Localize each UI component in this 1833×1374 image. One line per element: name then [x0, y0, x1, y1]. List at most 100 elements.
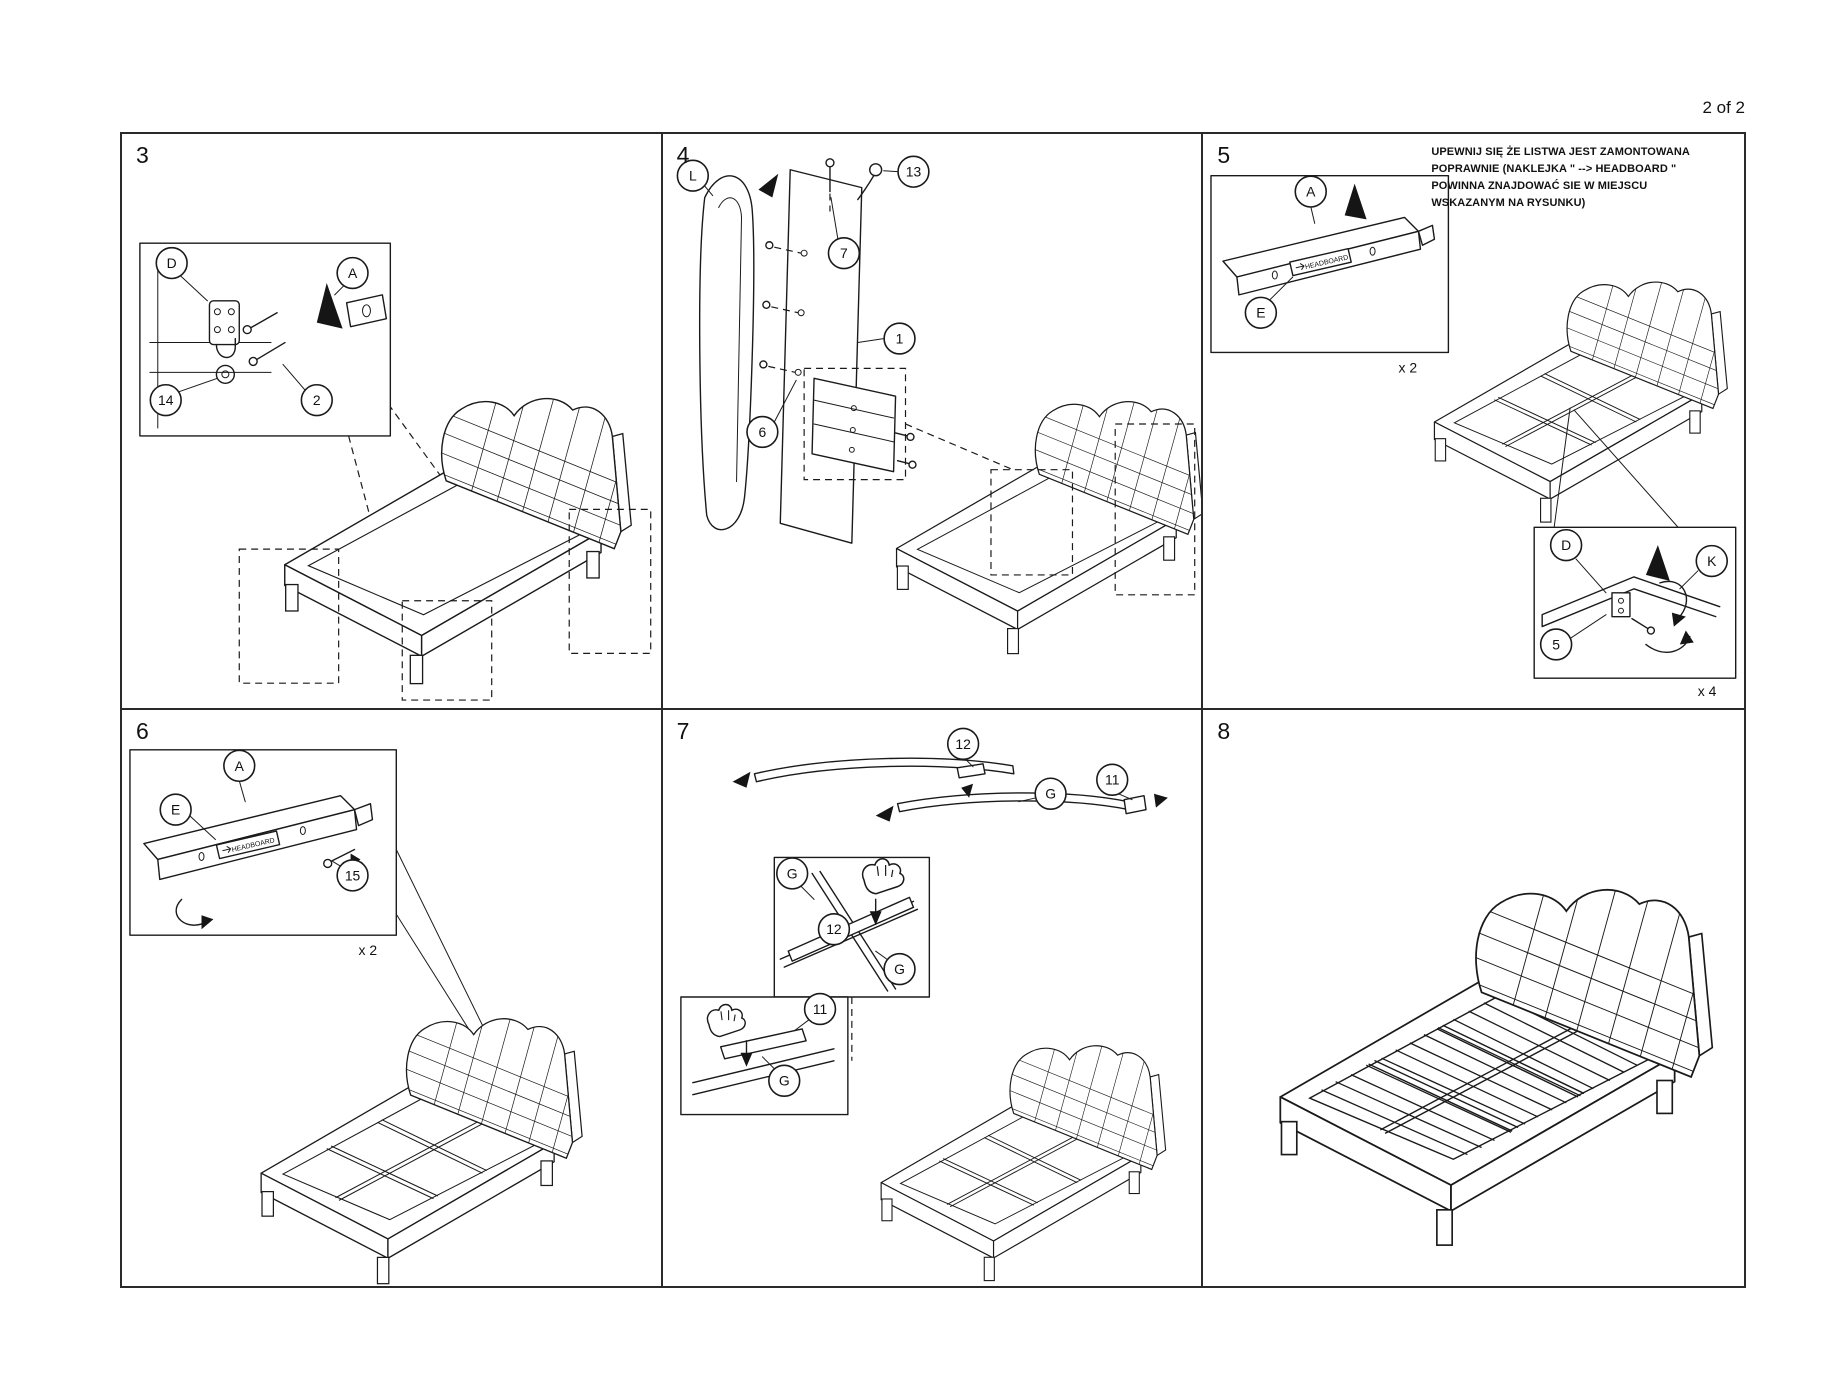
- wedge-icon: [316, 282, 343, 329]
- bracket-detail-inset: D K 5 x 4: [1533, 526, 1737, 699]
- svg-text:15: 15: [345, 867, 361, 883]
- bracket-icon: [208, 300, 240, 359]
- svg-text:A: A: [1306, 184, 1316, 200]
- leader-line: [701, 170, 900, 423]
- step-5-illustration: HEADBOARD A E x 2: [1210, 175, 1744, 699]
- highlight-box: [401, 600, 493, 701]
- callout-g: G: [1034, 777, 1067, 810]
- step-number-7: 7: [676, 718, 690, 744]
- quantity-label: x 2: [1399, 359, 1418, 375]
- bed-drawing: [880, 1031, 1176, 1282]
- direction-arrow-icon: [869, 911, 882, 926]
- svg-text:7: 7: [840, 245, 848, 261]
- slat-press-inset: G 12 G: [773, 856, 930, 998]
- svg-text:D: D: [1561, 537, 1571, 553]
- callout-g: G: [767, 1064, 801, 1097]
- wedge-icon: [758, 173, 778, 198]
- highlight-box: [803, 367, 906, 481]
- svg-text:G: G: [894, 961, 905, 977]
- callout-e: E: [159, 793, 192, 826]
- bracket-icon: [1418, 224, 1436, 246]
- callout-7: 7: [827, 236, 860, 270]
- callout-15: 15: [336, 859, 369, 892]
- slat-connector-icon: [956, 763, 986, 779]
- callout-12: 12: [946, 727, 980, 761]
- panel-step-7: 7 12 G 11: [663, 710, 1204, 1286]
- bed-drawing: [1434, 267, 1738, 523]
- svg-text:G: G: [786, 865, 797, 881]
- rotation-arrow-icon: [1659, 580, 1688, 620]
- screw-icon: [1631, 617, 1649, 630]
- bed-drawing: [895, 386, 1201, 655]
- panel-step-4: 4: [662, 134, 1204, 710]
- wedge-icon: [1344, 183, 1367, 220]
- highlight-box: [238, 548, 340, 684]
- callout-d: D: [1550, 528, 1583, 562]
- step-7-illustration: 12 G 11 G 12 G: [679, 727, 1202, 1282]
- svg-text:L: L: [689, 168, 697, 184]
- slat-end-inset: 11 G: [679, 992, 849, 1116]
- callout-11: 11: [803, 992, 836, 1026]
- callout-a: A: [223, 749, 256, 783]
- callout-g: G: [882, 952, 916, 986]
- step-number-8: 8: [1217, 718, 1231, 744]
- callout-a: A: [1294, 175, 1328, 208]
- step-3-illustration: D A 14 2: [139, 242, 652, 701]
- callout-14: 14: [149, 383, 182, 417]
- leader-line: [1553, 407, 1681, 530]
- screw-icon: [242, 312, 286, 367]
- bed-drawing: [260, 1002, 593, 1285]
- svg-text:12: 12: [826, 921, 842, 937]
- bracket-icon: [353, 802, 374, 827]
- callout-12: 12: [817, 912, 850, 946]
- svg-text:A: A: [235, 758, 245, 774]
- highlight-box: [990, 469, 1073, 576]
- callout-13: 13: [896, 155, 930, 188]
- spacer-block-icon: [345, 294, 388, 328]
- hanger-bolt-icon: [856, 163, 883, 201]
- svg-text:G: G: [1045, 786, 1056, 802]
- direction-arrow-icon: [875, 805, 894, 822]
- callout-d: D: [155, 246, 188, 280]
- step-number-6: 6: [136, 718, 149, 744]
- panel-grid: 3: [120, 132, 1746, 1288]
- direction-arrow-icon: [740, 1052, 753, 1067]
- step-number-4: 4: [676, 142, 690, 168]
- callout-5: 5: [1540, 628, 1573, 661]
- svg-text:14: 14: [158, 392, 174, 408]
- headboard-back-drawing: [758, 158, 883, 544]
- wing-panel-drawing: [698, 173, 778, 531]
- callout-11: 11: [1095, 763, 1129, 797]
- leader-line: [1569, 558, 1699, 639]
- rail-detail-inset: HEADBOARD A E 15 x 2: [129, 749, 397, 958]
- direction-arrow-icon: [732, 771, 751, 788]
- slat-drawing: 12 G 11: [732, 727, 1168, 822]
- svg-text:1: 1: [895, 331, 903, 347]
- panel-step-8: 8: [1203, 710, 1744, 1286]
- panel-step-3: 3: [122, 134, 663, 710]
- panel-step-5: 5 UPEWNIJ SIĘ ŻE LISTWA JEST ZAMONTOWANA…: [1203, 134, 1744, 710]
- quantity-label: x 4: [1698, 683, 1717, 699]
- assembly-note: UPEWNIJ SIĘ ŻE LISTWA JEST ZAMONTOWANA P…: [1431, 146, 1690, 210]
- callout-l: L: [676, 159, 709, 192]
- callout-a: A: [336, 256, 369, 290]
- callout-k: K: [1695, 544, 1729, 578]
- panel-step-6: 6 HEADBOARD: [122, 710, 663, 1286]
- svg-text:13: 13: [905, 164, 921, 180]
- callout-6: 6: [745, 415, 779, 449]
- wedge-icon: [1646, 545, 1671, 581]
- page-number: 2 of 2: [1702, 98, 1745, 117]
- svg-text:12: 12: [955, 736, 971, 752]
- svg-text:11: 11: [1105, 772, 1120, 788]
- leader-line: [177, 274, 346, 393]
- svg-text:K: K: [1707, 553, 1717, 569]
- step-4-illustration: L 13 7 1 6: [676, 155, 1202, 655]
- callout-2: 2: [300, 383, 333, 417]
- highlight-box: [1114, 423, 1195, 596]
- svg-text:E: E: [1257, 305, 1266, 321]
- washer-icon: [215, 364, 235, 384]
- svg-text:A: A: [348, 265, 358, 281]
- slat-end-cap-icon: [1123, 795, 1147, 815]
- leader-line: [1268, 205, 1316, 302]
